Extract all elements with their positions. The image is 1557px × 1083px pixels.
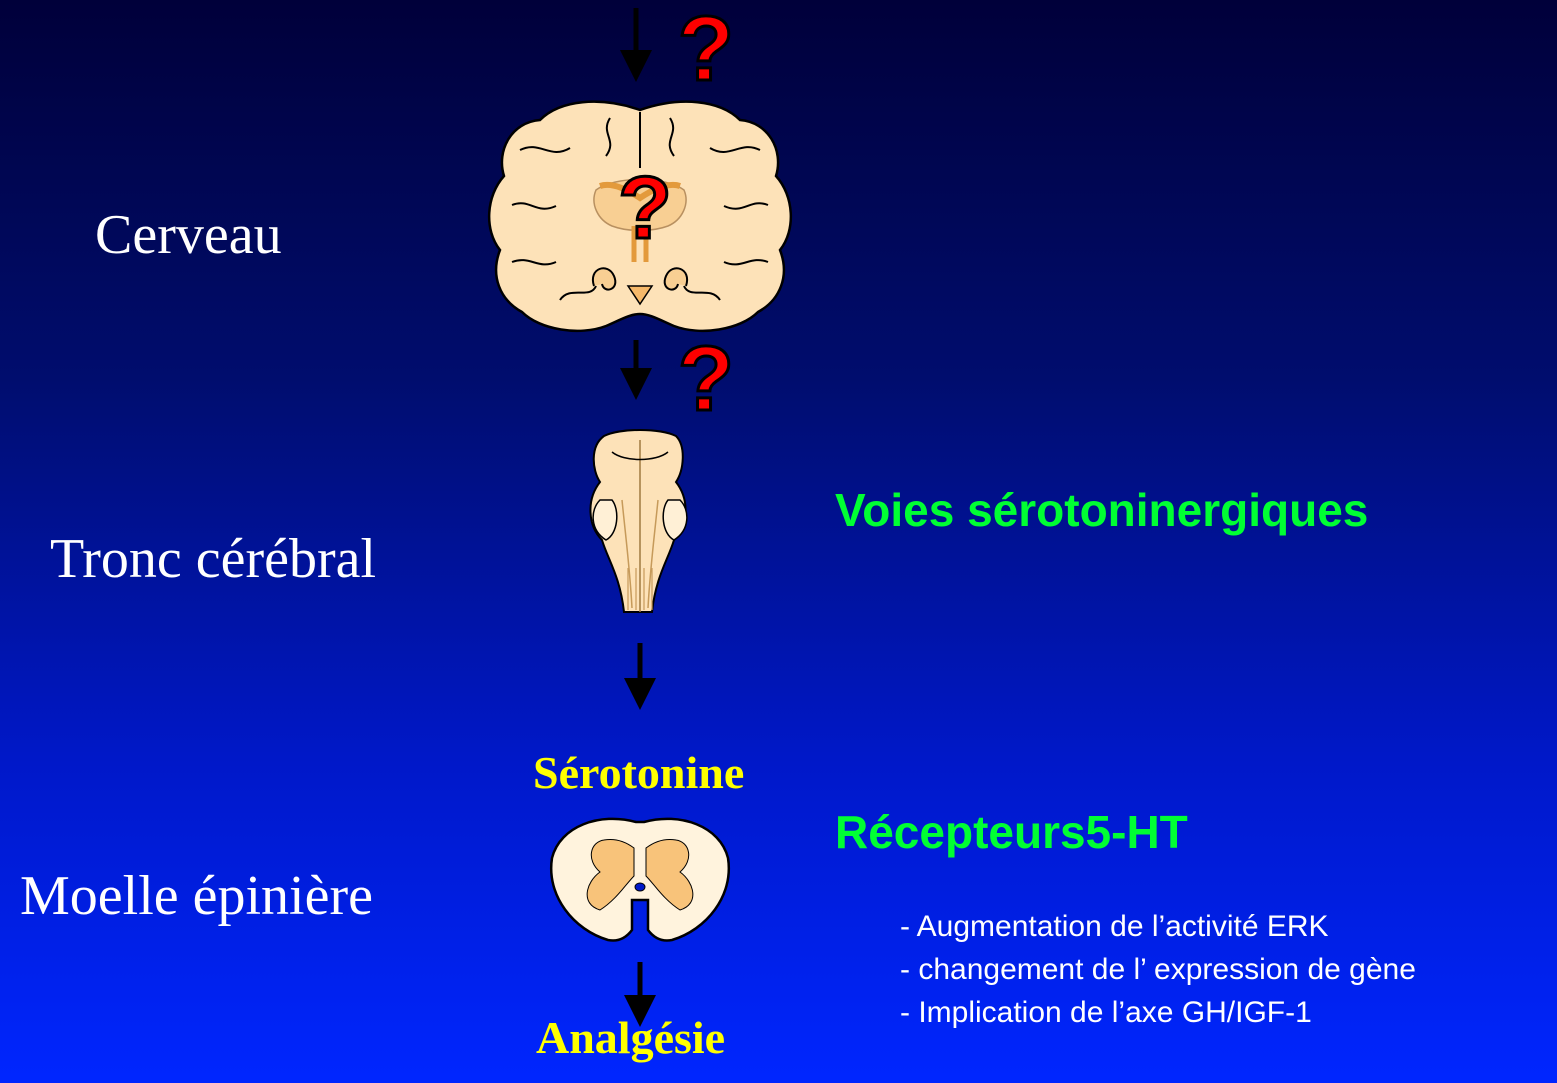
spinal-cord-illustration xyxy=(551,819,729,941)
arrow-spinal-to-analgesia xyxy=(624,962,656,1027)
arrow-brain-to-brainstem xyxy=(620,340,652,400)
svg-text:?: ? xyxy=(678,328,734,430)
arrow-into-brain xyxy=(620,8,652,82)
arrow-brainstem-to-serotonin xyxy=(624,643,656,710)
brainstem-illustration xyxy=(590,430,686,612)
svg-text:?: ? xyxy=(678,0,734,100)
question-mark-middle: ? xyxy=(678,328,734,430)
question-mark-brain: ? xyxy=(618,158,672,257)
question-mark-top: ? xyxy=(678,0,734,100)
svg-text:?: ? xyxy=(618,158,672,257)
